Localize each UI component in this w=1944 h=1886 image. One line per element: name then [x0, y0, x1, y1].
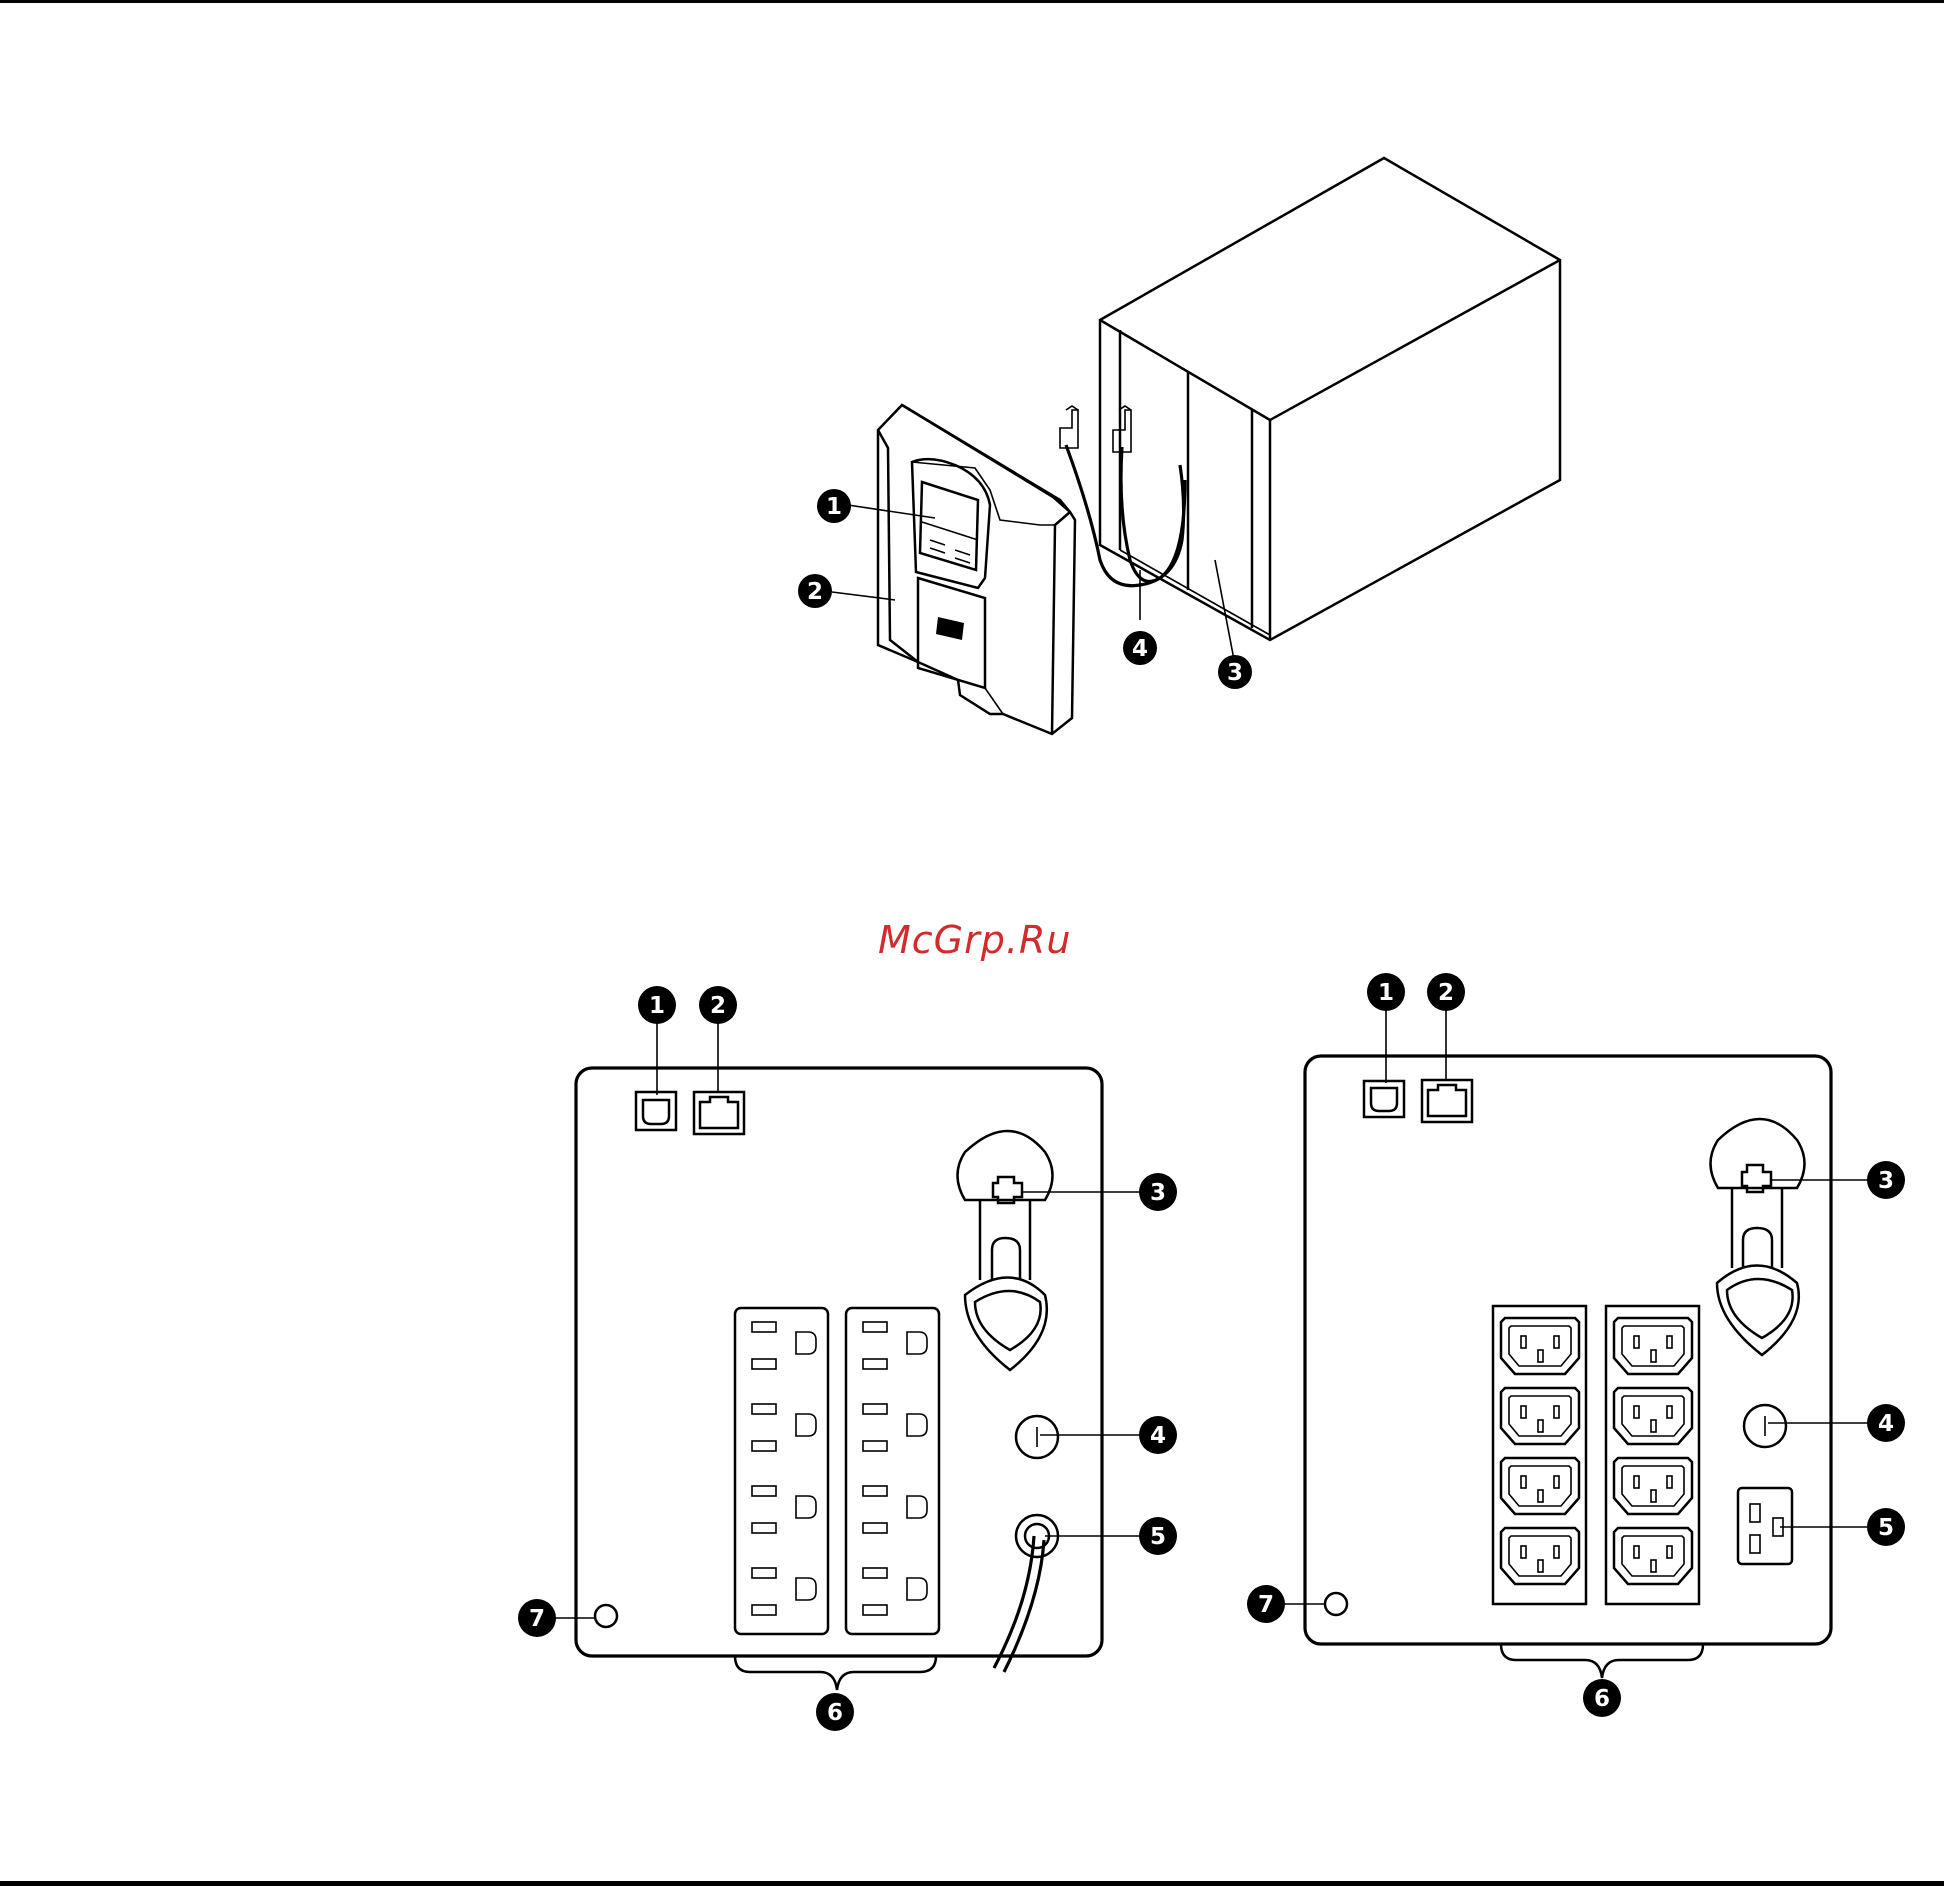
svg-text:7: 7: [529, 1606, 545, 1632]
input-cord-left: [994, 1515, 1058, 1672]
callout-right-6: 6: [1583, 1679, 1621, 1717]
ground-screw-right: [1325, 1593, 1347, 1615]
input-inlet-right: [1738, 1488, 1792, 1564]
callout-left-6: 6: [816, 1693, 854, 1731]
iec-outlets: [1501, 1318, 1692, 1584]
svg-text:6: 6: [827, 1700, 843, 1726]
callout-right-2: 2: [1427, 973, 1465, 1011]
ground-screw-left: [595, 1605, 617, 1627]
callout-right-1: 1: [1367, 973, 1405, 1011]
callout-left-7: 7: [518, 1599, 556, 1637]
serial-port-left: [694, 1092, 744, 1134]
outlet-bank-left-b: [846, 1308, 939, 1634]
figure-top-ups-assembly: 1 2 4 3: [798, 158, 1560, 734]
iec-outlet: [1501, 1458, 1579, 1514]
callout-right-3: 3: [1867, 1161, 1905, 1199]
watermark: McGrp.Ru: [878, 918, 1078, 962]
callout-top-1: 1: [817, 489, 851, 523]
nema-outlet: [863, 1404, 927, 1451]
callout-left-1: 1: [638, 986, 676, 1024]
svg-text:4: 4: [1132, 636, 1148, 662]
svg-text:4: 4: [1150, 1423, 1166, 1449]
callout-top-4: 4: [1123, 631, 1157, 665]
svg-text:1: 1: [649, 993, 665, 1019]
callout-right-5: 5: [1867, 1508, 1905, 1546]
svg-text:3: 3: [1150, 1180, 1166, 1206]
callout-top-3: 3: [1218, 655, 1252, 689]
svg-text:5: 5: [1150, 1524, 1166, 1550]
front-bezel: [878, 405, 1075, 734]
svg-text:1: 1: [1378, 980, 1394, 1006]
callout-left-5: 5: [1139, 1517, 1177, 1555]
svg-text:5: 5: [1878, 1515, 1894, 1541]
callout-left-2: 2: [699, 986, 737, 1024]
iec-outlet: [1614, 1318, 1692, 1374]
svg-text:4: 4: [1878, 1411, 1894, 1437]
nema-outlet: [752, 1404, 816, 1451]
callout-left-3: 3: [1139, 1173, 1177, 1211]
iec-outlet: [1501, 1528, 1579, 1584]
svg-text:1: 1: [826, 494, 842, 520]
input-cord-clip-right: [1711, 1119, 1805, 1355]
svg-text:2: 2: [807, 579, 823, 605]
iec-outlet: [1614, 1528, 1692, 1584]
nema-outlet: [752, 1486, 816, 1533]
serial-port-right: [1422, 1080, 1472, 1122]
svg-text:3: 3: [1878, 1168, 1894, 1194]
rear-panel-left-outline: [576, 1068, 1102, 1656]
callout-right-4: 4: [1867, 1404, 1905, 1442]
svg-text:2: 2: [1438, 980, 1454, 1006]
figure-rear-panel-left: 1 2 3 4 5 6 7: [518, 986, 1177, 1731]
svg-text:6: 6: [1594, 1686, 1610, 1712]
power-button-left: [1016, 1416, 1058, 1458]
svg-text:7: 7: [1258, 1592, 1274, 1618]
callout-right-7: 7: [1247, 1585, 1285, 1623]
iec-outlet: [1614, 1458, 1692, 1514]
callout-top-2: 2: [798, 574, 832, 608]
outlet-bank-left-a: [735, 1308, 828, 1634]
power-button-right: [1744, 1405, 1786, 1447]
figure-rear-panel-right: 1 2 3 4 5 6 7: [1247, 973, 1905, 1717]
iec-outlet: [1501, 1388, 1579, 1444]
svg-text:3: 3: [1227, 660, 1243, 686]
nema-outlet: [863, 1568, 927, 1615]
usb-port-right: [1364, 1081, 1404, 1117]
iec-outlet: [1614, 1388, 1692, 1444]
iec-outlet: [1501, 1318, 1579, 1374]
nema-outlet: [752, 1322, 816, 1369]
callout-left-4: 4: [1139, 1416, 1177, 1454]
nema-outlet: [752, 1568, 816, 1615]
input-cord-clip-left: [958, 1131, 1053, 1370]
nema-outlet: [863, 1486, 927, 1533]
rear-panel-right-outline: [1305, 1056, 1831, 1644]
usb-port-left: [636, 1092, 676, 1130]
nema-outlet: [863, 1322, 927, 1369]
nema-outlets: [752, 1322, 927, 1615]
svg-text:2: 2: [710, 993, 726, 1019]
